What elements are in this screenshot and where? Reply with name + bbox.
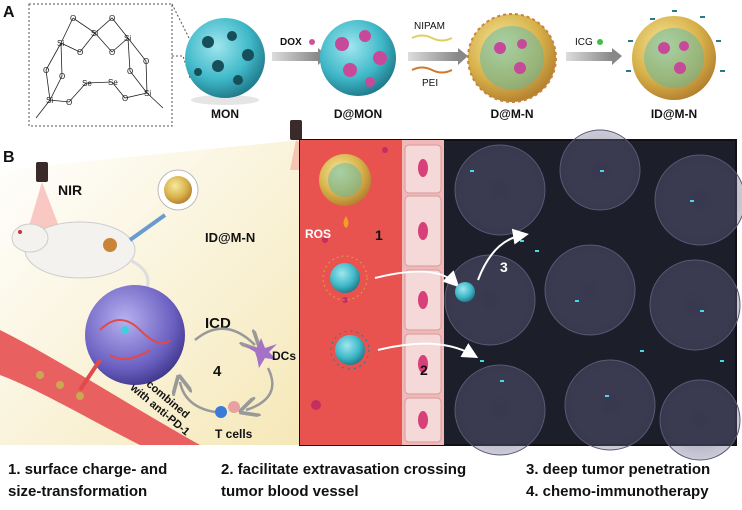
- id-m-n-particle-in-vessel: [319, 154, 371, 206]
- ros-label: ROS: [305, 227, 331, 241]
- step-2-label: 2: [420, 362, 428, 378]
- pei-chain-icon: [411, 66, 453, 74]
- laser-icon: [290, 120, 302, 140]
- atom-o: O: [59, 72, 65, 81]
- atom-o: O: [127, 67, 133, 76]
- mon-nanoparticle: [185, 18, 265, 105]
- caption-2-line-1: 2. facilitate extravasation crossing: [221, 461, 466, 478]
- step-1-label: 1: [375, 227, 383, 243]
- d-mon-nanoparticle: [320, 20, 396, 96]
- atom-si: Si: [144, 89, 151, 98]
- atom-se: Se: [108, 78, 118, 87]
- t-cells-icon: [215, 401, 240, 418]
- panel-b: B NIR ID@M-N ICD: [0, 120, 742, 461]
- atom-o: O: [70, 14, 76, 23]
- arrow-nipam-pei: [408, 52, 458, 61]
- chemical-structure: O O Si Si Si O O O O O O Se Se Si O O Si: [28, 3, 191, 127]
- mon-label: MON: [211, 107, 239, 121]
- injection-label: ID@M-N: [205, 230, 255, 245]
- dendritic-cell-icon: [245, 338, 277, 368]
- atom-o: O: [43, 66, 49, 75]
- syringe-icon: [128, 213, 167, 242]
- step-3-label: 3: [500, 259, 508, 275]
- nipam-chain-icon: [411, 34, 453, 42]
- caption-2-line-2: tumor blood vessel: [221, 483, 359, 500]
- atom-si: Si: [91, 29, 98, 38]
- atom-si: Si: [57, 39, 64, 48]
- atom-o: O: [143, 57, 149, 66]
- arrow-icg: [566, 52, 612, 61]
- d-mon-label: D@MON: [334, 107, 382, 121]
- tumor: [78, 285, 185, 392]
- icg-label: ICG: [575, 37, 593, 48]
- nir-laser-icon: [36, 162, 48, 182]
- atom-si: Si: [124, 34, 131, 43]
- t-cells-label: T cells: [215, 427, 253, 441]
- dox-label: DOX: [280, 37, 302, 48]
- captions: 1. surface charge- and size-transformati…: [8, 461, 710, 500]
- id-m-n-label: ID@M-N: [651, 107, 697, 121]
- atom-o: O: [122, 94, 128, 103]
- tumor-microenvironment-panel: ROS 1 3 2: [299, 129, 742, 461]
- atom-o: O: [66, 98, 72, 107]
- penetrating-particle: [455, 282, 475, 302]
- caption-1-line-2: size-transformation: [8, 483, 147, 500]
- panel-a: A O O Si Si Si O O O O O O Se Se Si O O …: [3, 3, 725, 127]
- charged-particle: [330, 330, 370, 370]
- dox-molecule-icon: [309, 39, 315, 45]
- arrow-dox: [272, 52, 318, 61]
- d-m-n-label: D@M-N: [490, 107, 533, 121]
- injection-nanoparticle-icon: [157, 169, 199, 211]
- dcs-label: DCs: [272, 349, 296, 363]
- d-m-n-nanoparticle: [467, 13, 557, 103]
- atom-o: O: [109, 48, 115, 57]
- panel-b-label: B: [3, 149, 15, 166]
- atom-se: Se: [82, 79, 92, 88]
- shrunk-particle: [322, 255, 368, 301]
- blood-vessel: [0, 330, 200, 445]
- fire-icon: [343, 216, 349, 228]
- caption-4: 4. chemo-immunotherapy: [526, 483, 709, 500]
- atom-o: O: [77, 48, 83, 57]
- mouse-icon: [11, 221, 150, 301]
- id-m-n-nanoparticle: [626, 10, 725, 100]
- nir-label: NIR: [58, 182, 82, 198]
- step-4-label: 4: [213, 363, 222, 380]
- pei-label: PEI: [422, 78, 438, 89]
- nipam-label: NIPAM: [414, 21, 445, 32]
- icg-molecule-icon: [597, 39, 603, 45]
- caption-3: 3. deep tumor penetration: [526, 461, 710, 478]
- panel-a-label: A: [3, 4, 15, 21]
- caption-1-line-1: 1. surface charge- and: [8, 461, 167, 478]
- atom-si: Si: [46, 96, 53, 105]
- atom-o: O: [109, 14, 115, 23]
